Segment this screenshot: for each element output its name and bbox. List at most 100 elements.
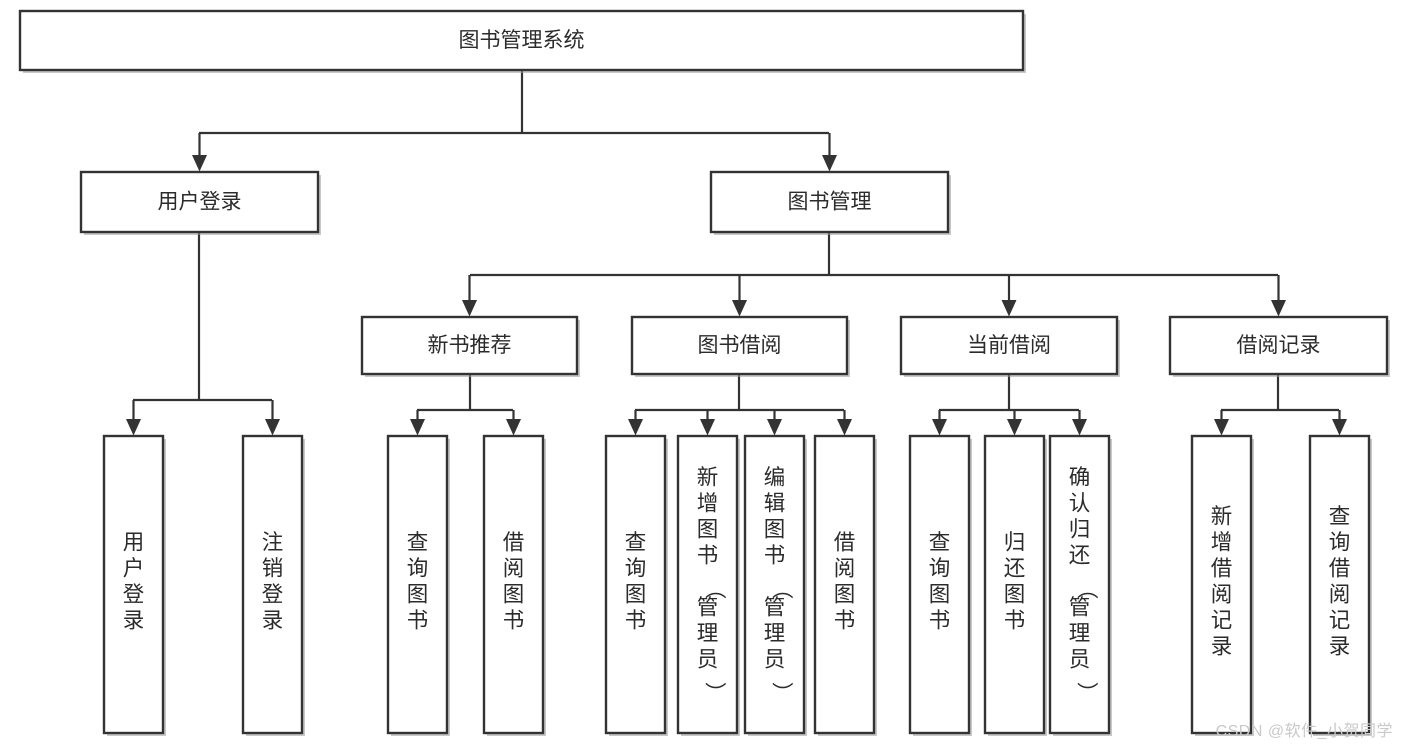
svg-text:阅: 阅 bbox=[1329, 583, 1351, 607]
node-box bbox=[241, 434, 304, 735]
connector-row-borrow-record bbox=[1221, 374, 1339, 412]
node-box bbox=[1308, 434, 1371, 735]
svg-text:新: 新 bbox=[697, 466, 719, 490]
svg-text:书: 书 bbox=[1004, 609, 1026, 633]
svg-text:查: 查 bbox=[407, 531, 429, 555]
svg-text:新: 新 bbox=[1211, 505, 1233, 529]
svg-text:）: ） bbox=[770, 682, 794, 704]
connector-row-book-borrow bbox=[635, 374, 844, 412]
svg-text:书: 书 bbox=[697, 544, 719, 568]
node-label: 图书管理 bbox=[788, 191, 872, 214]
node-box bbox=[1168, 315, 1389, 376]
edge-user-login-to-leaf-user-login bbox=[126, 400, 141, 436]
node-leaf-user-login[interactable]: 用户登录 bbox=[102, 434, 166, 736]
svg-text:查: 查 bbox=[929, 531, 951, 555]
svg-text:员: 员 bbox=[697, 648, 719, 672]
arrow-head-icon bbox=[1001, 300, 1017, 317]
node-box bbox=[743, 434, 806, 735]
node-box bbox=[102, 434, 165, 735]
node-new-book-rec[interactable]: 新书推荐 bbox=[360, 315, 580, 377]
edge-book-borrow-to-leaf-borrow-book-2 bbox=[837, 410, 852, 436]
node-box bbox=[709, 170, 950, 234]
connector-row-root bbox=[199, 70, 829, 135]
arrow-head-icon bbox=[837, 419, 852, 436]
svg-text:询: 询 bbox=[929, 557, 951, 581]
arrow-head-icon bbox=[462, 300, 477, 317]
arrow-head-icon bbox=[265, 419, 280, 436]
svg-text:询: 询 bbox=[407, 557, 429, 581]
svg-text:阅: 阅 bbox=[1211, 583, 1233, 607]
svg-text:录: 录 bbox=[262, 609, 284, 633]
node-user-login[interactable]: 用户登录 bbox=[79, 170, 321, 235]
node-label: 图书借阅 bbox=[698, 334, 782, 357]
node-box bbox=[386, 434, 449, 735]
node-box bbox=[630, 315, 849, 376]
edge-user-login-to-leaf-user-logout bbox=[265, 400, 280, 436]
node-box bbox=[908, 434, 971, 735]
svg-text:管: 管 bbox=[764, 596, 786, 620]
svg-text:借: 借 bbox=[503, 531, 525, 555]
svg-text:书: 书 bbox=[625, 609, 647, 633]
node-root[interactable]: 图书管理系统 bbox=[18, 9, 1026, 73]
svg-text:确: 确 bbox=[1069, 466, 1091, 490]
svg-text:书: 书 bbox=[834, 609, 856, 633]
svg-text:登: 登 bbox=[123, 583, 145, 607]
svg-text:销: 销 bbox=[262, 557, 284, 581]
arrow-head-icon bbox=[1332, 419, 1347, 436]
edge-book-manage-to-current-borrow bbox=[1001, 275, 1017, 317]
svg-text:）: ） bbox=[1075, 682, 1099, 704]
connector-row-new-book-rec bbox=[417, 374, 513, 412]
node-book-manage[interactable]: 图书管理 bbox=[709, 170, 951, 235]
svg-text:录: 录 bbox=[1211, 635, 1233, 659]
svg-text:图: 图 bbox=[834, 583, 856, 607]
arrow-head-icon bbox=[192, 155, 207, 172]
svg-text:录: 录 bbox=[1329, 635, 1351, 659]
edge-new-book-rec-to-leaf-borrow-book-1 bbox=[506, 410, 521, 436]
edge-new-book-rec-to-leaf-query-book-1 bbox=[410, 410, 425, 436]
connector-row-book-manage bbox=[470, 232, 1278, 277]
arrow-head-icon bbox=[126, 419, 141, 436]
node-box bbox=[1048, 434, 1111, 735]
arrow-head-icon bbox=[506, 419, 521, 436]
svg-text:认: 认 bbox=[1069, 492, 1091, 516]
arrow-head-icon bbox=[700, 419, 715, 436]
node-book-borrow[interactable]: 图书借阅 bbox=[630, 315, 850, 377]
arrow-head-icon bbox=[410, 419, 425, 436]
node-box bbox=[482, 434, 545, 735]
node-box bbox=[604, 434, 667, 735]
svg-text:书: 书 bbox=[503, 609, 525, 633]
edge-book-manage-to-book-borrow bbox=[732, 275, 747, 317]
edge-borrow-record-to-leaf-query-record bbox=[1332, 410, 1347, 436]
arrow-head-icon bbox=[932, 419, 947, 436]
edge-book-borrow-to-leaf-add-book bbox=[700, 410, 715, 436]
svg-text:理: 理 bbox=[764, 622, 786, 646]
node-current-borrow[interactable]: 当前借阅 bbox=[899, 315, 1120, 377]
node-borrow-record[interactable]: 借阅记录 bbox=[1168, 315, 1390, 377]
svg-text:）: ） bbox=[703, 682, 727, 704]
svg-text:登: 登 bbox=[262, 583, 284, 607]
svg-text:还: 还 bbox=[1069, 544, 1091, 568]
arrow-head-icon bbox=[767, 419, 782, 436]
arrow-head-icon bbox=[1271, 300, 1286, 317]
node-label: 用户登录 bbox=[158, 191, 242, 214]
node-label: 新书推荐 bbox=[428, 334, 512, 357]
node-label-vertical: 用户登录 bbox=[123, 531, 145, 633]
